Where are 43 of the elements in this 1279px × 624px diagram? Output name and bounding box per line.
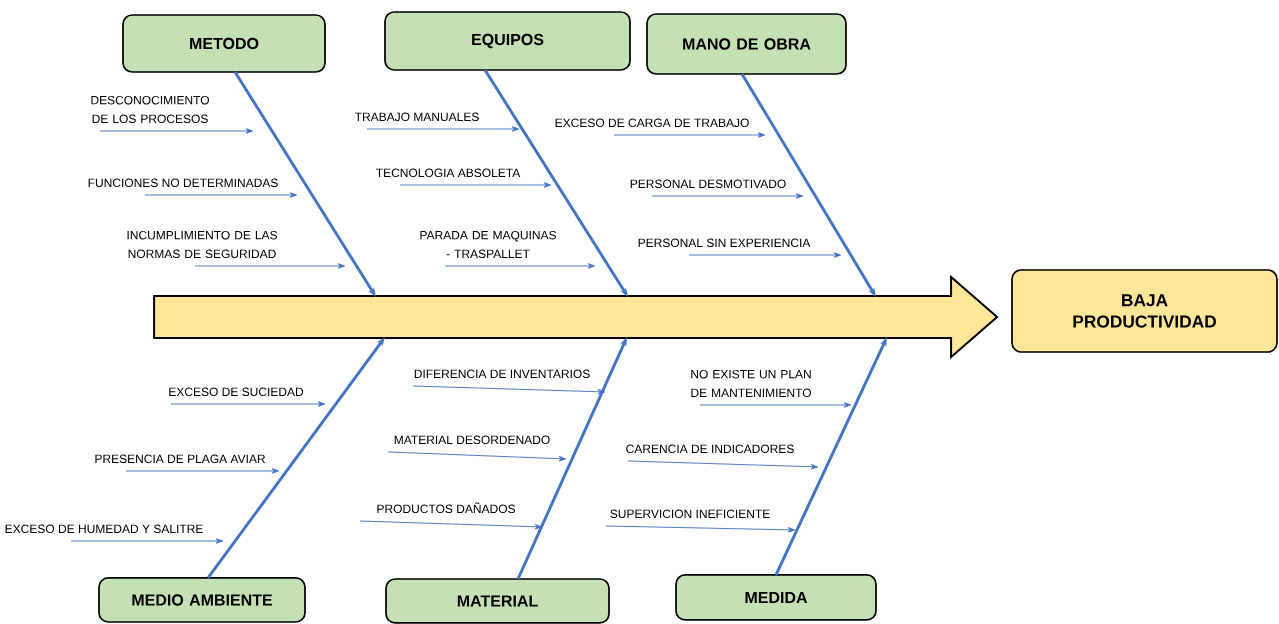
cause-arrow (605, 525, 796, 533)
cause-label: EXCESO DE SUCIEDAD (169, 387, 304, 397)
cause-arrow (399, 182, 552, 188)
cause-label: MATERIAL DESORDENADO (394, 435, 550, 445)
cause-label: EXCESO DE CARGA DE TRABAJO (555, 118, 749, 128)
cause-arrow (194, 263, 346, 269)
cause-arrow (613, 132, 766, 138)
category-box: EQUIPOS (384, 11, 631, 71)
cause-arrow (688, 252, 842, 258)
cause-label: PRODUCTOS DAÑADOS (377, 502, 515, 514)
cause-label: SUPERVICION INEFICIENTE (610, 509, 770, 519)
category-box: MEDIO AMBIENTE (98, 577, 306, 623)
cause-arrow (99, 128, 254, 134)
cause-arrow (366, 126, 520, 132)
cause-label: PERSONAL SIN EXPERIENCIA (638, 238, 811, 248)
effect-box: BAJA PRODUCTIVIDAD (1011, 269, 1278, 353)
cause-arrow (444, 263, 596, 269)
category-box: MEDIDA (675, 574, 877, 621)
cause-arrow (144, 192, 298, 198)
cause-arrow (359, 520, 543, 530)
cause-label: TECNOLOGIA ABSOLETA (376, 168, 521, 178)
cause-arrow (170, 401, 326, 407)
cause-label: PERSONAL DESMOTIVADO (630, 179, 786, 189)
cause-label: CARENCIA DE INDICADORES (626, 444, 794, 454)
cause-arrow (699, 402, 852, 408)
cause-arrow (387, 451, 567, 462)
cause-arrow (412, 385, 606, 395)
cause-arrow (70, 538, 224, 544)
cause-label: TRABAJO MANUALES (354, 112, 479, 122)
cause-label: INCUMPLIMIENTO DE LAS NORMAS DE SEGURIDAD (127, 230, 278, 259)
cause-label: DIFERENCIA DE INVENTARIOS (414, 369, 590, 379)
cause-arrow (125, 468, 280, 474)
cause-arrow (651, 193, 804, 199)
cause-label: PRESENCIA DE PLAGA AVIAR (95, 454, 266, 464)
cause-label: PARADA DE MAQUINAS - TRASPALLET (420, 230, 556, 259)
category-box: MATERIAL (385, 578, 610, 624)
category-box: METODO (122, 14, 326, 73)
cause-label: FUNCIONES NO DETERMINADAS (88, 178, 278, 188)
category-box: MANO DE OBRA (646, 13, 847, 75)
cause-label: EXCESO DE HUMEDAD Y SALITRE (5, 524, 203, 534)
cause-label: DESCONOCIMIENTO DE LOS PROCESOS (91, 95, 209, 124)
cause-label: NO EXISTE UN PLAN DE MANTENIMIENTO (691, 369, 811, 398)
cause-arrow (627, 460, 819, 470)
